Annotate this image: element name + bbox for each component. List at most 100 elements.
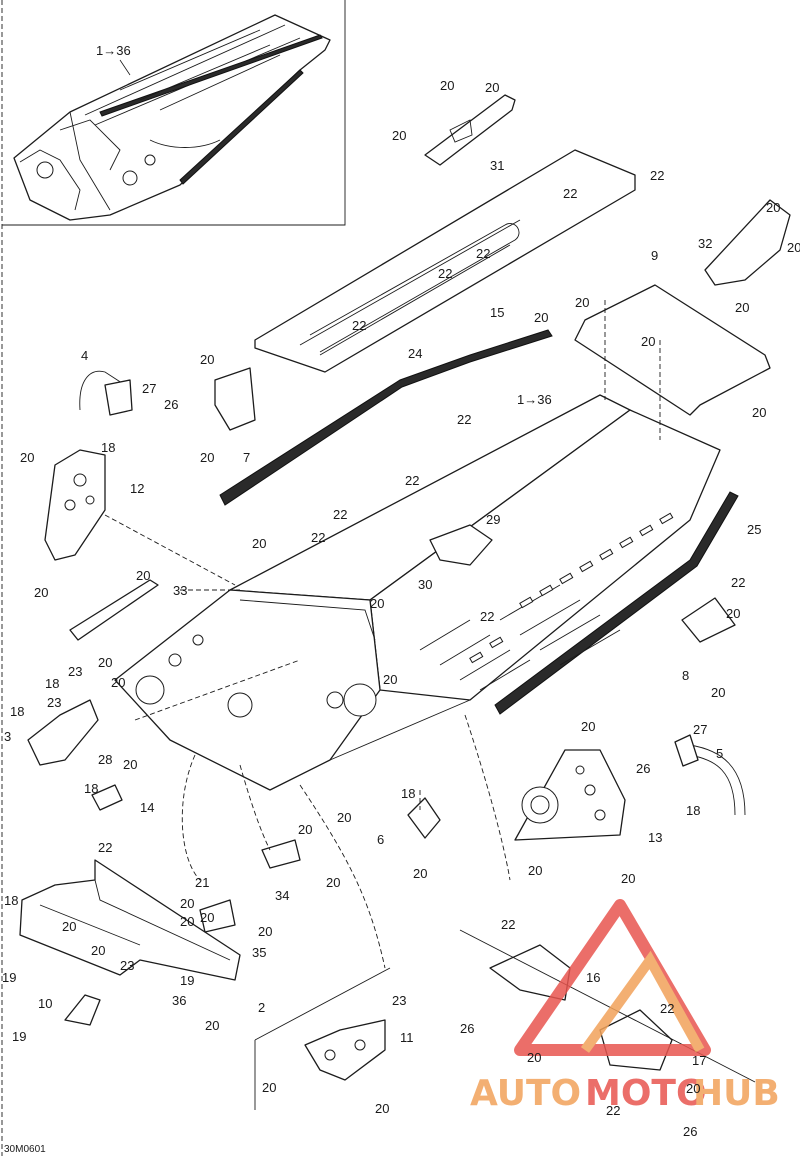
callout-label: 18: [84, 781, 98, 796]
callout-label: 5: [716, 746, 723, 761]
callout-label: 35: [252, 945, 266, 960]
callout-label: 29: [486, 512, 500, 527]
callout-label: 20: [641, 334, 655, 349]
part-11-bracket: [304, 1019, 386, 1081]
callout-label: 22: [480, 609, 494, 624]
part-33-strip: [69, 579, 159, 641]
callout-label: 20: [34, 585, 48, 600]
callout-label: 31: [490, 158, 504, 173]
part-30-bracket: [429, 524, 493, 566]
watermark-text-auto: AUTO: [470, 1073, 581, 1114]
part-36-bar: [19, 859, 241, 981]
callout-label: 6: [377, 832, 384, 847]
callout-label: 20: [62, 919, 76, 934]
callout-label: 18: [101, 440, 115, 455]
callout-label: 21: [195, 875, 209, 890]
callout-label: 22: [476, 246, 490, 261]
part-4-hook: [79, 370, 126, 411]
callout-label: 20: [205, 1018, 219, 1033]
callout-label: 28: [98, 752, 112, 767]
part-32-bracket: [704, 199, 791, 286]
callout-label: 12: [130, 481, 144, 496]
callout-label: 22: [660, 1001, 674, 1016]
part-10-bracket: [64, 994, 101, 1026]
parts-drawing: [19, 94, 791, 1110]
callout-label: 7: [243, 450, 250, 465]
overview-inset: 1→36: [1, 0, 346, 1156]
tunnel-slots: [469, 512, 674, 664]
callout-label: 20: [752, 405, 766, 420]
part-35-bracket: [199, 899, 236, 933]
callout-label: 20: [326, 875, 340, 890]
callout-label: 8: [682, 668, 689, 683]
callout-label: 22: [563, 186, 577, 201]
callout-label: 20: [528, 863, 542, 878]
callout-label: 4: [81, 348, 88, 363]
callout-label: 22: [352, 318, 366, 333]
callout-label: 30: [418, 577, 432, 592]
callout-label: 20: [726, 606, 740, 621]
callout-label: 25: [747, 522, 761, 537]
part-8-bracket: [681, 597, 736, 643]
callout-label: 13: [648, 830, 662, 845]
part-24-rail: [219, 329, 553, 506]
callout-label: 22: [438, 266, 452, 281]
callout-label: 9: [651, 248, 658, 263]
callout-label: 20: [375, 1101, 389, 1116]
callout-label: 22: [311, 530, 325, 545]
part-9-plate: [574, 284, 771, 416]
callout-label: 18: [686, 803, 700, 818]
callout-label: 16: [586, 970, 600, 985]
part-7-bracket: [214, 367, 256, 431]
callout-label: 20: [766, 200, 780, 215]
callout-label: 17: [692, 1053, 706, 1068]
callout-label: 26: [636, 761, 650, 776]
callout-label: 22: [501, 917, 515, 932]
callout-label: 20: [98, 655, 112, 670]
part-25-rail: [494, 491, 739, 715]
callout-label: 23: [47, 695, 61, 710]
callout-label: 20: [575, 295, 589, 310]
callout-label: 20: [252, 536, 266, 551]
callout-label: 15: [490, 305, 504, 320]
callout-label: 20: [621, 871, 635, 886]
callout-label: 23: [120, 958, 134, 973]
part-5-bar: [689, 744, 746, 816]
diagram-code: 30M0601: [4, 1144, 46, 1155]
callout-label: 20: [787, 240, 800, 255]
inset-label: 1→36: [96, 43, 131, 58]
callout-label: 20: [200, 450, 214, 465]
watermark-text-moto: MOTO: [585, 1073, 707, 1114]
part-34-clip: [261, 839, 301, 869]
callout-label: 20: [180, 896, 194, 911]
callout-label: 20: [413, 866, 427, 881]
callout-label: 22: [333, 507, 347, 522]
callout-label: 34: [275, 888, 289, 903]
watermark-logo: AUTO MOTO HUB: [470, 899, 780, 1114]
callout-label: 19: [2, 970, 16, 985]
callout-label: 20: [136, 568, 150, 583]
callout-label: 20: [392, 128, 406, 143]
callout-label: 24: [408, 346, 422, 361]
callout-label: 1→36: [517, 392, 552, 407]
callout-label: 11: [400, 1030, 414, 1045]
callout-label: 20: [527, 1050, 541, 1065]
callout-label: 22: [457, 412, 471, 427]
callout-label: 36: [172, 993, 186, 1008]
callout-label: 20: [581, 719, 595, 734]
callout-label: 33: [173, 583, 187, 598]
callout-label: 26: [164, 397, 178, 412]
part-31-bracket: [424, 94, 516, 166]
callout-label: 20: [298, 822, 312, 837]
callout-label: 23: [392, 993, 406, 1008]
part-6-bracket: [407, 797, 441, 839]
callout-label: 22: [731, 575, 745, 590]
callout-label: 27: [693, 722, 707, 737]
callout-label: 20: [383, 672, 397, 687]
callout-label: 10: [38, 996, 52, 1011]
callout-label: 18: [401, 786, 415, 801]
callout-label: 22: [98, 840, 112, 855]
callout-label: 18: [10, 704, 24, 719]
callout-label: 20: [262, 1080, 276, 1095]
